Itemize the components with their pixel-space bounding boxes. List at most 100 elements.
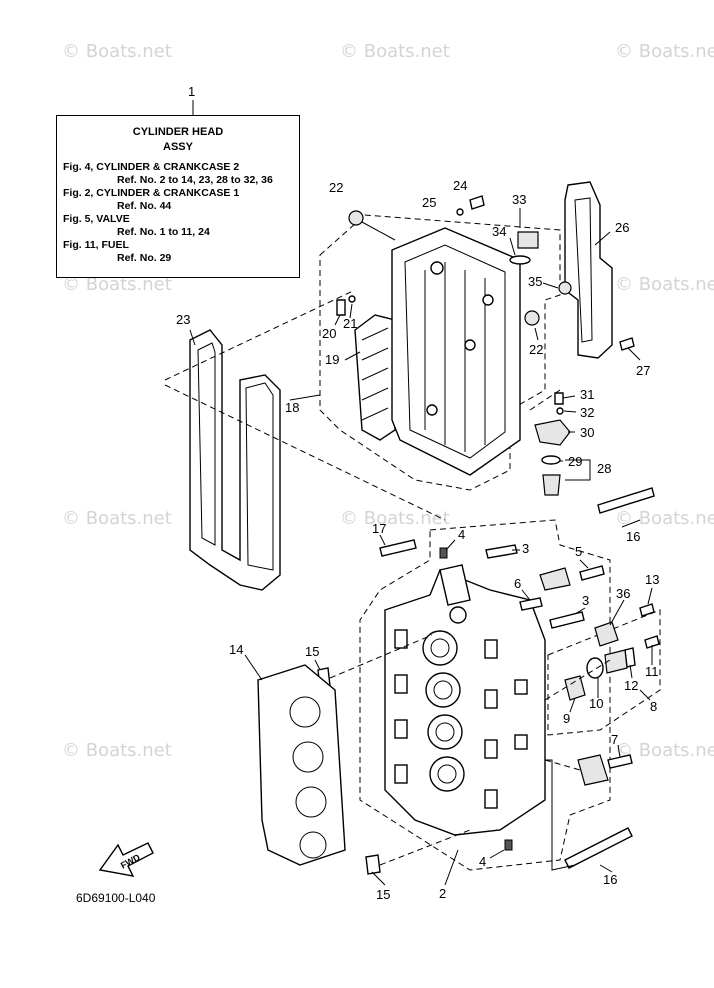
sensor-36: [594, 621, 619, 647]
leader-22: [534, 327, 539, 341]
bore: [299, 831, 327, 859]
callout-7: 7: [611, 732, 618, 747]
callout-24: 24: [453, 178, 467, 193]
bushing-35: [558, 281, 572, 295]
valve-seat: [433, 680, 453, 700]
assembly-line: [164, 289, 356, 381]
leader-35: [542, 282, 559, 289]
bolt-20: [336, 299, 346, 316]
legend-title: CYLINDER HEAD: [132, 126, 224, 138]
pin-3-lower: [549, 611, 585, 629]
port: [394, 629, 408, 649]
head-cover-body: [391, 227, 521, 476]
sensor-set-boundary: [547, 609, 661, 736]
bolt-27: [619, 337, 635, 351]
leader-31: [562, 395, 576, 399]
cover-port: [464, 339, 476, 351]
assembly-line: [329, 634, 433, 679]
gasket-inner-left: [197, 342, 216, 546]
assembly-line: [164, 384, 446, 521]
leader-36: [609, 599, 625, 626]
cylinder-head-group: [359, 519, 611, 871]
callout-12: 12: [624, 678, 638, 693]
callout-19: 19: [325, 352, 339, 367]
head-gasket-14: [257, 664, 346, 866]
plug-4-lower: [504, 839, 513, 851]
gasket-29: [541, 455, 561, 465]
callout-20: 20: [322, 326, 336, 341]
legend-subtitle: ASSY: [163, 141, 193, 153]
grommet-22: [348, 210, 364, 226]
callout-17: 17: [372, 521, 386, 536]
bolt-17: [379, 539, 417, 557]
leader-2: [444, 849, 459, 886]
callout-15b: 15: [376, 887, 390, 902]
side-ports: [394, 629, 528, 809]
callout-4b: 4: [479, 854, 486, 869]
leader-20: [334, 314, 341, 326]
callout-5: 5: [575, 544, 582, 559]
callout-32: 32: [580, 405, 594, 420]
watermark: © Boats.net: [615, 274, 714, 295]
washer-25: [456, 208, 464, 216]
leader-line: [545, 759, 576, 871]
leader-4b: [489, 849, 505, 859]
callout-36: 36: [616, 586, 630, 601]
leader-19: [344, 351, 361, 361]
callout-9: 9: [563, 711, 570, 726]
head-gasket-23: [189, 329, 281, 591]
leader-9: [569, 697, 576, 713]
callout-10: 10: [589, 696, 603, 711]
leader-6: [521, 589, 531, 601]
head-cover-group: [319, 195, 561, 491]
cover-port: [430, 261, 444, 275]
washer-21: [348, 295, 356, 303]
assembly-line: [544, 659, 611, 701]
pin-3: [485, 544, 518, 559]
bore: [289, 696, 321, 728]
combustion-chamber: [422, 630, 458, 666]
callout-18: 18: [285, 400, 299, 415]
legend-ref: Ref. No. 29: [117, 252, 172, 264]
bolt-13: [639, 603, 655, 617]
callout-31: 31: [580, 387, 594, 402]
leader-3b: [574, 607, 586, 615]
legend-fig: Fig. 2, CYLINDER & CRANKCASE 1: [63, 187, 240, 199]
lower-small-parts: [317, 487, 655, 875]
sensor-group: [534, 392, 591, 496]
cover-port: [426, 404, 438, 416]
sensor-10: [604, 649, 628, 674]
fwd-arrow: FWD: [98, 842, 154, 877]
bolt-5: [579, 565, 605, 581]
port: [484, 689, 498, 709]
leader-7: [617, 744, 621, 758]
callout-23: 23: [176, 312, 190, 327]
callout-21: 21: [343, 316, 357, 331]
assembly-lines-upper: [164, 289, 561, 521]
valve-seat: [435, 722, 455, 742]
gasket-14-outline: [257, 664, 346, 866]
leader-17: [379, 534, 386, 546]
cylinder-head-body: [384, 569, 546, 836]
leader-27: [627, 347, 641, 361]
combustion-chambers: [422, 630, 465, 792]
grommet-22: [524, 310, 540, 326]
port: [484, 789, 498, 809]
watermark: © Boats.net: [62, 41, 172, 62]
bracket-26: [564, 181, 613, 359]
clamp-6: [539, 567, 571, 591]
callout-22b: 22: [529, 342, 543, 357]
callout-29: 29: [568, 454, 582, 469]
gasket-inner-right: [245, 382, 274, 571]
pin-6: [519, 597, 543, 611]
callout-13: 13: [645, 572, 659, 587]
callouts: 1 22 24 25 33 34 26 35 20 21 22 23 19 27…: [176, 84, 659, 902]
bolt-11: [644, 635, 660, 649]
leader-16: [621, 519, 641, 528]
leader-32: [563, 410, 577, 413]
combustion-chamber: [427, 714, 463, 750]
assembly-line: [544, 759, 581, 771]
port: [514, 679, 528, 695]
watermark: © Boats.net: [62, 508, 172, 529]
watermark: © Boats.net: [340, 508, 450, 529]
